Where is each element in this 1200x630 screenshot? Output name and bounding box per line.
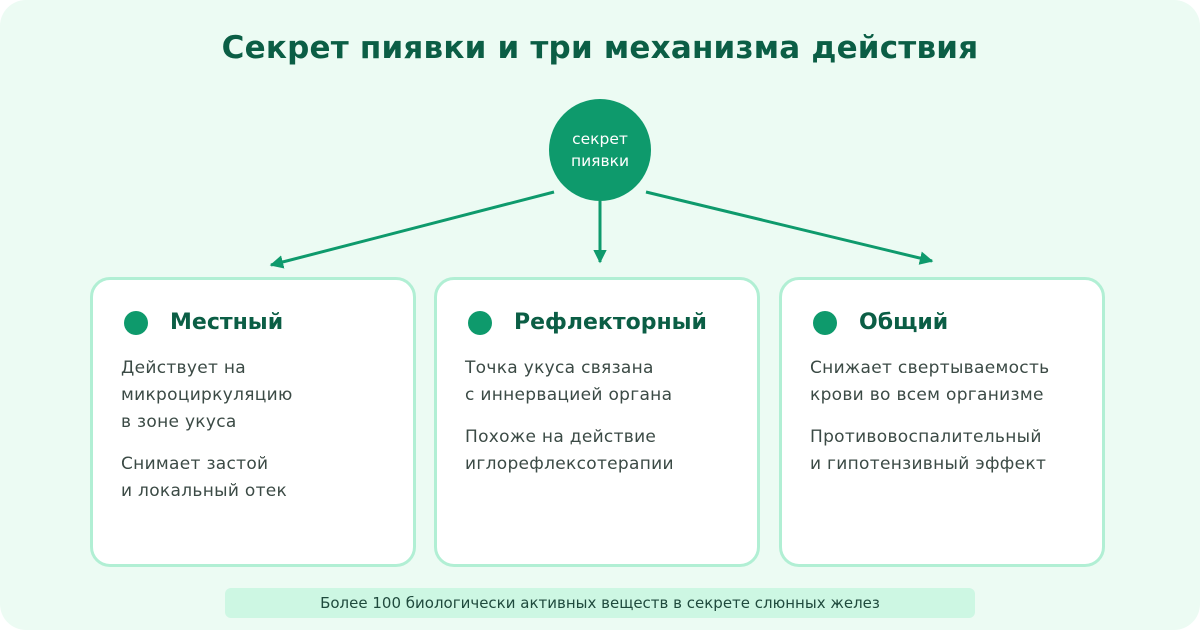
center-node: секрет пиявки: [549, 99, 651, 201]
card-paragraph: Снимает застой и локальный отек: [121, 454, 288, 501]
card-body: Снижает свертываемость крови во всем орг…: [810, 355, 1100, 493]
card-header: Общий: [813, 310, 948, 335]
card-header: Рефлекторный: [468, 310, 707, 335]
card-general: Общий Снижает свертываемость крови во вс…: [779, 277, 1105, 567]
card-paragraph: Похоже на действие иглорефлексотерапии: [465, 427, 674, 474]
card-header: Местный: [124, 310, 283, 335]
card-body: Действует на микроциркуляцию в зоне укус…: [121, 355, 411, 520]
card-paragraph: Снижает свертываемость крови во всем орг…: [810, 358, 1050, 405]
bullet-dot-icon: [813, 310, 837, 335]
card-reflex: Рефлекторный Точка укуса связана с иннер…: [434, 277, 760, 567]
card-paragraph: Точка укуса связана с иннервацией органа: [465, 358, 673, 405]
arrow-to-general: [645, 190, 934, 265]
card-title: Местный: [170, 310, 284, 335]
card-paragraph: Противовоспалительный и гипотензивный эф…: [810, 427, 1047, 474]
card-title: Рефлекторный: [514, 310, 707, 335]
center-node-line2: пиявки: [570, 152, 630, 170]
arrow-to-local: [269, 190, 555, 269]
center-node-line1: секрет: [572, 130, 628, 148]
card-paragraph: Действует на микроциркуляцию в зоне укус…: [121, 358, 293, 432]
bullet-dot-icon: [124, 310, 148, 335]
card-local: Местный Действует на микроциркуляцию в з…: [90, 277, 416, 567]
card-title: Общий: [859, 310, 949, 335]
page-title: Секрет пиявки и три механизма действия: [221, 30, 979, 66]
footer-note: Более 100 биологически активных веществ …: [225, 588, 975, 618]
card-body: Точка укуса связана с иннервацией органа…: [465, 355, 755, 493]
bullet-dot-icon: [468, 310, 492, 335]
